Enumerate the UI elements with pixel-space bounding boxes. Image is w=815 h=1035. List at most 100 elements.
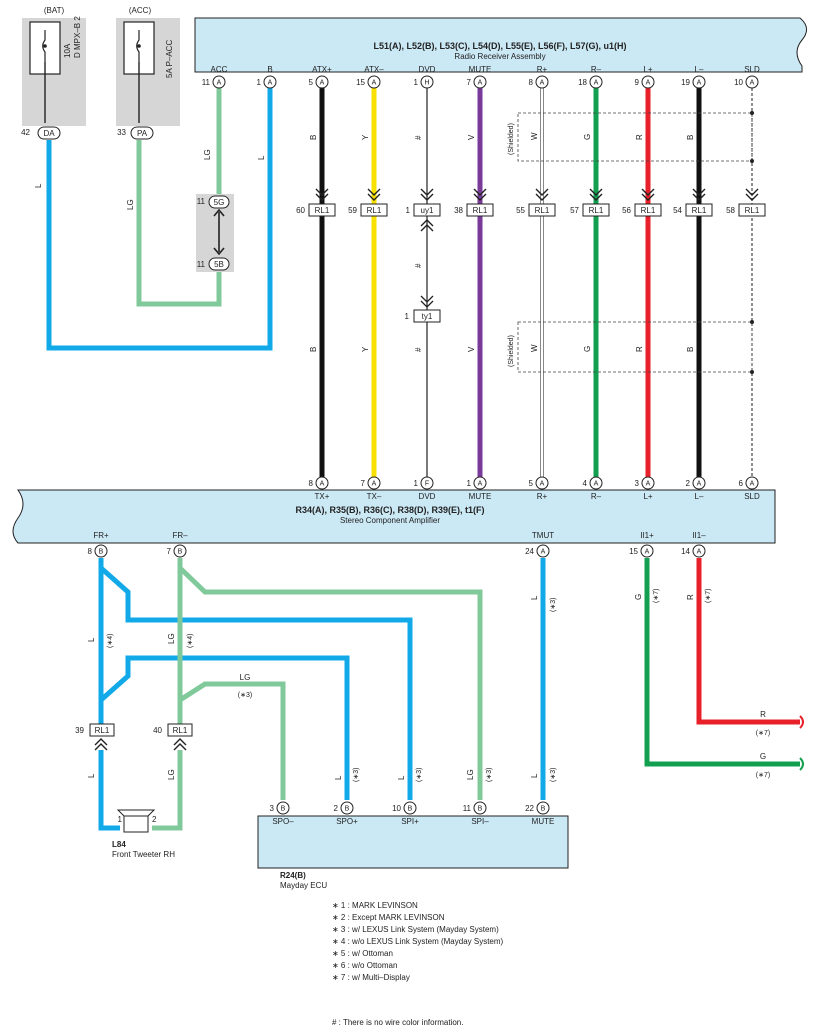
amp-top-num-0: 8	[309, 479, 314, 488]
amp-top-label-2: DVD	[419, 492, 436, 501]
amp-top-conn-2: F	[425, 481, 429, 488]
radio-title: L51(A), L52(B), L53(C), L54(D), L55(E), …	[373, 41, 626, 51]
fuse-acc-conn: PA	[137, 129, 148, 138]
wire-label-r-ii: R	[686, 594, 695, 600]
wire-label-l-spiplus: L	[397, 775, 406, 780]
wire-label-b2-upper: B	[686, 135, 695, 140]
relay-num-0: 60	[296, 206, 305, 215]
relay-box-4	[528, 203, 556, 217]
note-tmut: (∗3)	[550, 598, 557, 612]
amp-top-pin-5	[589, 476, 603, 490]
relay-num-5: 57	[570, 206, 579, 215]
amp-bottom-pin-2	[536, 544, 550, 558]
mayday-pin-1	[340, 801, 354, 815]
mayday-label-4: MUTE	[532, 817, 555, 826]
tweeter-name: Front Tweeter RH	[112, 850, 175, 859]
note-6: ∗ 6 : w/o Ottoman	[332, 961, 397, 970]
note-r-end: (∗7)	[756, 730, 770, 737]
wire-label-l-bat: L	[34, 183, 43, 188]
relay-label-0: RL1	[315, 206, 330, 215]
amp-top-label-6: L+	[643, 492, 652, 501]
wire-label-l-spoplus: L	[334, 775, 343, 780]
notes: ∗ 1 : MARK LEVINSON ∗ 2 : Except MARK LE…	[332, 901, 504, 1027]
note-5: ∗ 5 : w/ Ottoman	[332, 949, 393, 958]
relay-box-6	[634, 203, 662, 217]
wire-label-l-b: L	[257, 155, 266, 160]
radio-pin-7	[589, 75, 603, 89]
radio-subtitle: Radio Receiver Assembly	[454, 52, 545, 61]
relay-39-num: 39	[75, 726, 84, 735]
radio-num-5: 7	[467, 78, 472, 87]
relay-40-label: RL1	[173, 726, 188, 735]
amp-top-conn-8: A	[750, 481, 755, 488]
radio-num-9: 19	[681, 78, 690, 87]
radio-label-0: ACC	[211, 65, 228, 74]
relay-num-1: 59	[348, 206, 357, 215]
amp-bottom-label-0: FR+	[93, 531, 109, 540]
amp-top-label-1: TX–	[367, 492, 382, 501]
tweeter-pin1: 1	[118, 815, 123, 824]
amp-bottom-pin-3	[640, 544, 654, 558]
radio-pin-9	[692, 75, 706, 89]
fuse-acc-pin: 33	[117, 128, 126, 137]
wire-label-g-end: G	[760, 752, 766, 761]
mayday-pin-2	[403, 801, 417, 815]
radio-num-3: 15	[356, 78, 365, 87]
mayday-label-3: SPI–	[471, 817, 489, 826]
wire-label-g-lower: G	[583, 346, 592, 352]
relay-box-5	[582, 203, 610, 217]
note-ii1plus: (∗7)	[653, 589, 660, 603]
radio-num-4: 1	[414, 78, 419, 87]
amp-top-label-5: R–	[591, 492, 602, 501]
radio-conn-6: A	[540, 80, 545, 87]
radio-conn-2: A	[320, 80, 325, 87]
radio-label-1: B	[267, 65, 272, 74]
main-wires: (Shielded) (Shielded) B Y # V W G R B B …	[309, 88, 754, 478]
wire-label-v-lower: V	[467, 346, 476, 352]
radio-conn-9: A	[697, 80, 702, 87]
mayday-num-2: 10	[392, 804, 401, 813]
relay-num-4: 55	[516, 206, 525, 215]
junction-top-conn: 5G	[214, 198, 225, 207]
amp-top-pin-6	[641, 476, 655, 490]
relay-40-num: 40	[153, 726, 162, 735]
mayday-conn-3: B	[478, 806, 483, 813]
wire-label-r-end: R	[760, 710, 766, 719]
shielded-label-2: (Shielded)	[508, 335, 515, 367]
wire-label-y-lower: Y	[361, 346, 370, 352]
amp-top-pin-1	[367, 476, 381, 490]
note-spo: (∗3)	[238, 692, 252, 699]
wire-label-b-upper: B	[309, 135, 318, 140]
radio-num-6: 8	[529, 78, 534, 87]
radio-pin-3	[367, 75, 381, 89]
mayday-conn-0: B	[281, 806, 286, 813]
mayday-conn-1: B	[345, 806, 350, 813]
note-4: ∗ 4 : w/o LEXUS Link System (Mayday Syst…	[332, 937, 504, 946]
wire-label-w-upper: W	[530, 132, 539, 140]
wire-label-b2-lower: B	[686, 347, 695, 352]
amp-top-num-8: 6	[739, 479, 744, 488]
amp-top-conn-4: A	[540, 481, 545, 488]
relay-num-8: 58	[726, 206, 735, 215]
wire-label-lg-tw: LG	[167, 769, 176, 780]
radio-receiver: L51(A), L52(B), L53(C), L54(D), L55(E), …	[194, 17, 807, 73]
amp-top-conn-3: A	[478, 481, 483, 488]
ty1-num: 1	[405, 312, 410, 321]
radio-label-6: R+	[537, 65, 548, 74]
note-spiminus: (∗3)	[486, 768, 493, 782]
amp-top-label-7: L–	[695, 492, 704, 501]
note-frminus: (∗4)	[187, 634, 194, 648]
radio-num-10: 10	[734, 78, 743, 87]
relay-box-0	[308, 203, 336, 217]
amp-top-num-5: 4	[583, 479, 588, 488]
amp-top-conn-6: A	[646, 481, 651, 488]
fuse-bat: (BAT) 10A D MPX–B 2 42 DA	[21, 6, 86, 140]
amp-bottom-label-4: II1–	[692, 531, 706, 540]
radio-pin-1	[263, 75, 277, 89]
note-mute: (∗3)	[550, 768, 557, 782]
radio-num-8: 9	[635, 78, 640, 87]
